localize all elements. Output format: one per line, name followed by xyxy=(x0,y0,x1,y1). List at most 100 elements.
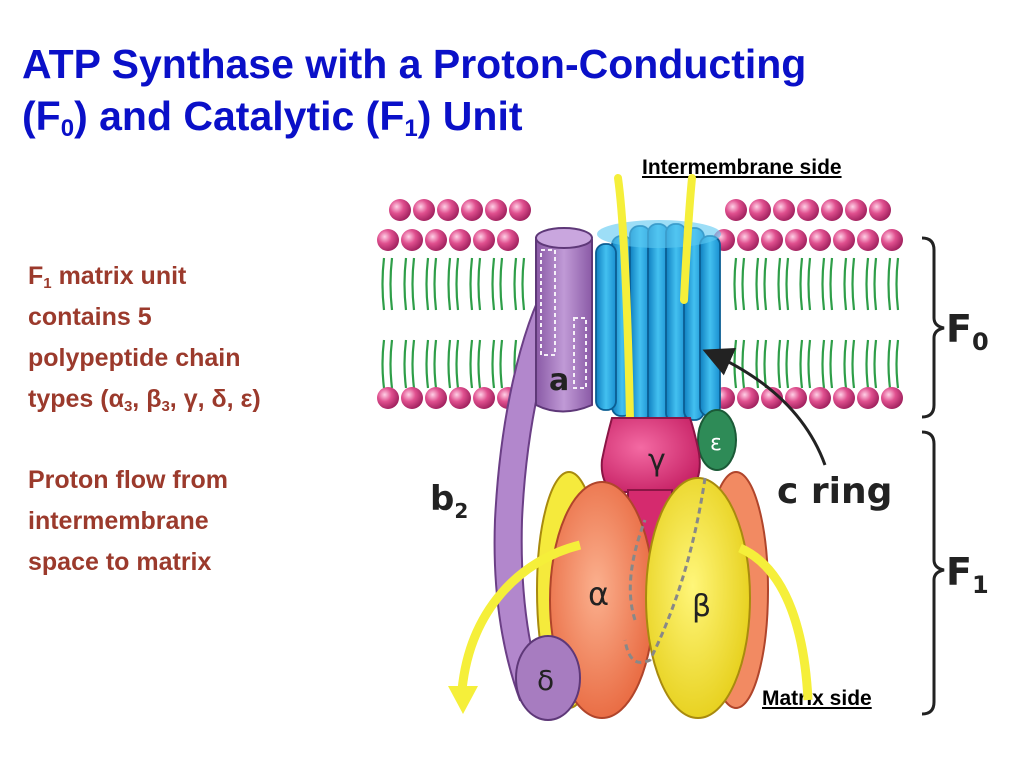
lipid-tail xyxy=(865,339,870,389)
lipid-head xyxy=(449,387,471,409)
lipid-head xyxy=(809,229,831,251)
lipid-tail xyxy=(411,339,416,389)
lipid-tail xyxy=(447,257,452,311)
lipid-tail xyxy=(851,257,856,311)
f1-subscript: 1 xyxy=(972,571,989,599)
proton-arrow-exit-left xyxy=(457,540,582,691)
subunit-a xyxy=(535,227,593,413)
c-ring xyxy=(595,220,721,425)
lipid-tail xyxy=(807,257,812,311)
f1-head xyxy=(536,471,769,719)
title-text: ) Unit xyxy=(417,93,523,139)
lipid-head xyxy=(737,229,759,251)
lipid-head xyxy=(881,229,903,251)
f0-subscript: 0 xyxy=(972,328,989,356)
lipid-tail xyxy=(389,339,394,389)
lipid-tail xyxy=(741,339,746,389)
lipid-tail xyxy=(521,257,526,311)
lipid-head xyxy=(773,199,795,221)
label-a: a xyxy=(549,363,569,398)
label-c-ring: c ring xyxy=(777,471,892,512)
lipid-tail xyxy=(799,339,804,389)
lipid-tail xyxy=(477,339,482,389)
b2-subscript: 2 xyxy=(454,499,468,523)
lipid-tail xyxy=(843,339,848,389)
lipid-head xyxy=(869,199,891,221)
lipid-tail xyxy=(821,339,826,389)
slide-title: ATP Synthase with a Proton-Conducting (F… xyxy=(22,38,1012,142)
lipid-tail xyxy=(887,339,892,389)
lipid-head xyxy=(425,387,447,409)
lipid-tail xyxy=(777,339,782,389)
lipid-head xyxy=(833,387,855,409)
title-line-2: (F0) and Catalytic (F1) Unit xyxy=(22,90,1012,142)
lipid-tail xyxy=(851,339,856,389)
lipid-tail xyxy=(777,257,782,311)
lipid-head xyxy=(461,199,483,221)
lipid-head xyxy=(881,387,903,409)
lipid-head xyxy=(809,387,831,409)
note-subscript: 1 xyxy=(43,275,52,292)
label-b2: b2 xyxy=(430,479,468,523)
label-delta: δ xyxy=(537,664,554,697)
lipid-tail xyxy=(403,339,408,389)
lipid-tail xyxy=(425,339,430,389)
note-text: types (α xyxy=(28,385,124,413)
lipid-tail xyxy=(433,339,438,389)
lipid-head xyxy=(377,229,399,251)
note-text: , γ, δ, ε) xyxy=(169,385,261,413)
lipid-tail xyxy=(447,339,452,389)
c-ring-pointer-arrow xyxy=(702,347,827,466)
note-text: matrix unit xyxy=(51,262,187,290)
label-gamma: γ xyxy=(648,443,666,478)
lipid-head xyxy=(497,229,519,251)
lipid-tail xyxy=(785,257,790,311)
label-beta: β xyxy=(692,589,711,624)
f0-letter: F xyxy=(946,307,972,351)
lipid-tail xyxy=(455,257,460,311)
lipid-head xyxy=(833,229,855,251)
lipid-head xyxy=(737,387,759,409)
lipid-head xyxy=(377,387,399,409)
lipid-tail xyxy=(411,257,416,311)
lipid-tail xyxy=(491,257,496,311)
lipid-tail xyxy=(755,257,760,311)
f1-letter: F xyxy=(946,550,972,594)
lipid-head xyxy=(785,387,807,409)
lipid-tail xyxy=(469,257,474,311)
lipid-head xyxy=(857,387,879,409)
lipid-head xyxy=(401,229,423,251)
lipid-head xyxy=(761,229,783,251)
title-text: (F xyxy=(22,93,61,139)
lipid-head xyxy=(761,387,783,409)
lipid-tail xyxy=(873,339,878,389)
lipid-tail xyxy=(873,257,878,311)
lipid-tail xyxy=(389,257,394,311)
lipid-tail xyxy=(755,339,760,389)
lipid-tail xyxy=(821,257,826,311)
lipid-tail xyxy=(895,339,900,389)
note-text: Proton flow from xyxy=(28,466,228,494)
lipid-head xyxy=(509,199,531,221)
lipid-tail xyxy=(829,257,834,311)
lipid-head xyxy=(449,229,471,251)
lipid-tail xyxy=(763,257,768,311)
subunit-delta xyxy=(515,635,581,721)
lipid-head xyxy=(725,199,747,221)
lipid-head xyxy=(401,387,423,409)
note-text: contains 5 xyxy=(28,303,152,331)
lipid-tail xyxy=(491,339,496,389)
bracket-f1 xyxy=(921,430,945,716)
intermembrane-side-label: Intermembrane side xyxy=(642,156,842,179)
proton-arrow-top-right xyxy=(680,174,696,304)
lipid-head xyxy=(389,199,411,221)
lipid-head xyxy=(749,199,771,221)
label-f1: F1 xyxy=(946,550,989,599)
lipid-tail xyxy=(807,339,812,389)
note-text: space to matrix xyxy=(28,548,212,576)
label-epsilon: ε xyxy=(710,431,722,456)
title-line-1: ATP Synthase with a Proton-Conducting xyxy=(22,41,807,87)
